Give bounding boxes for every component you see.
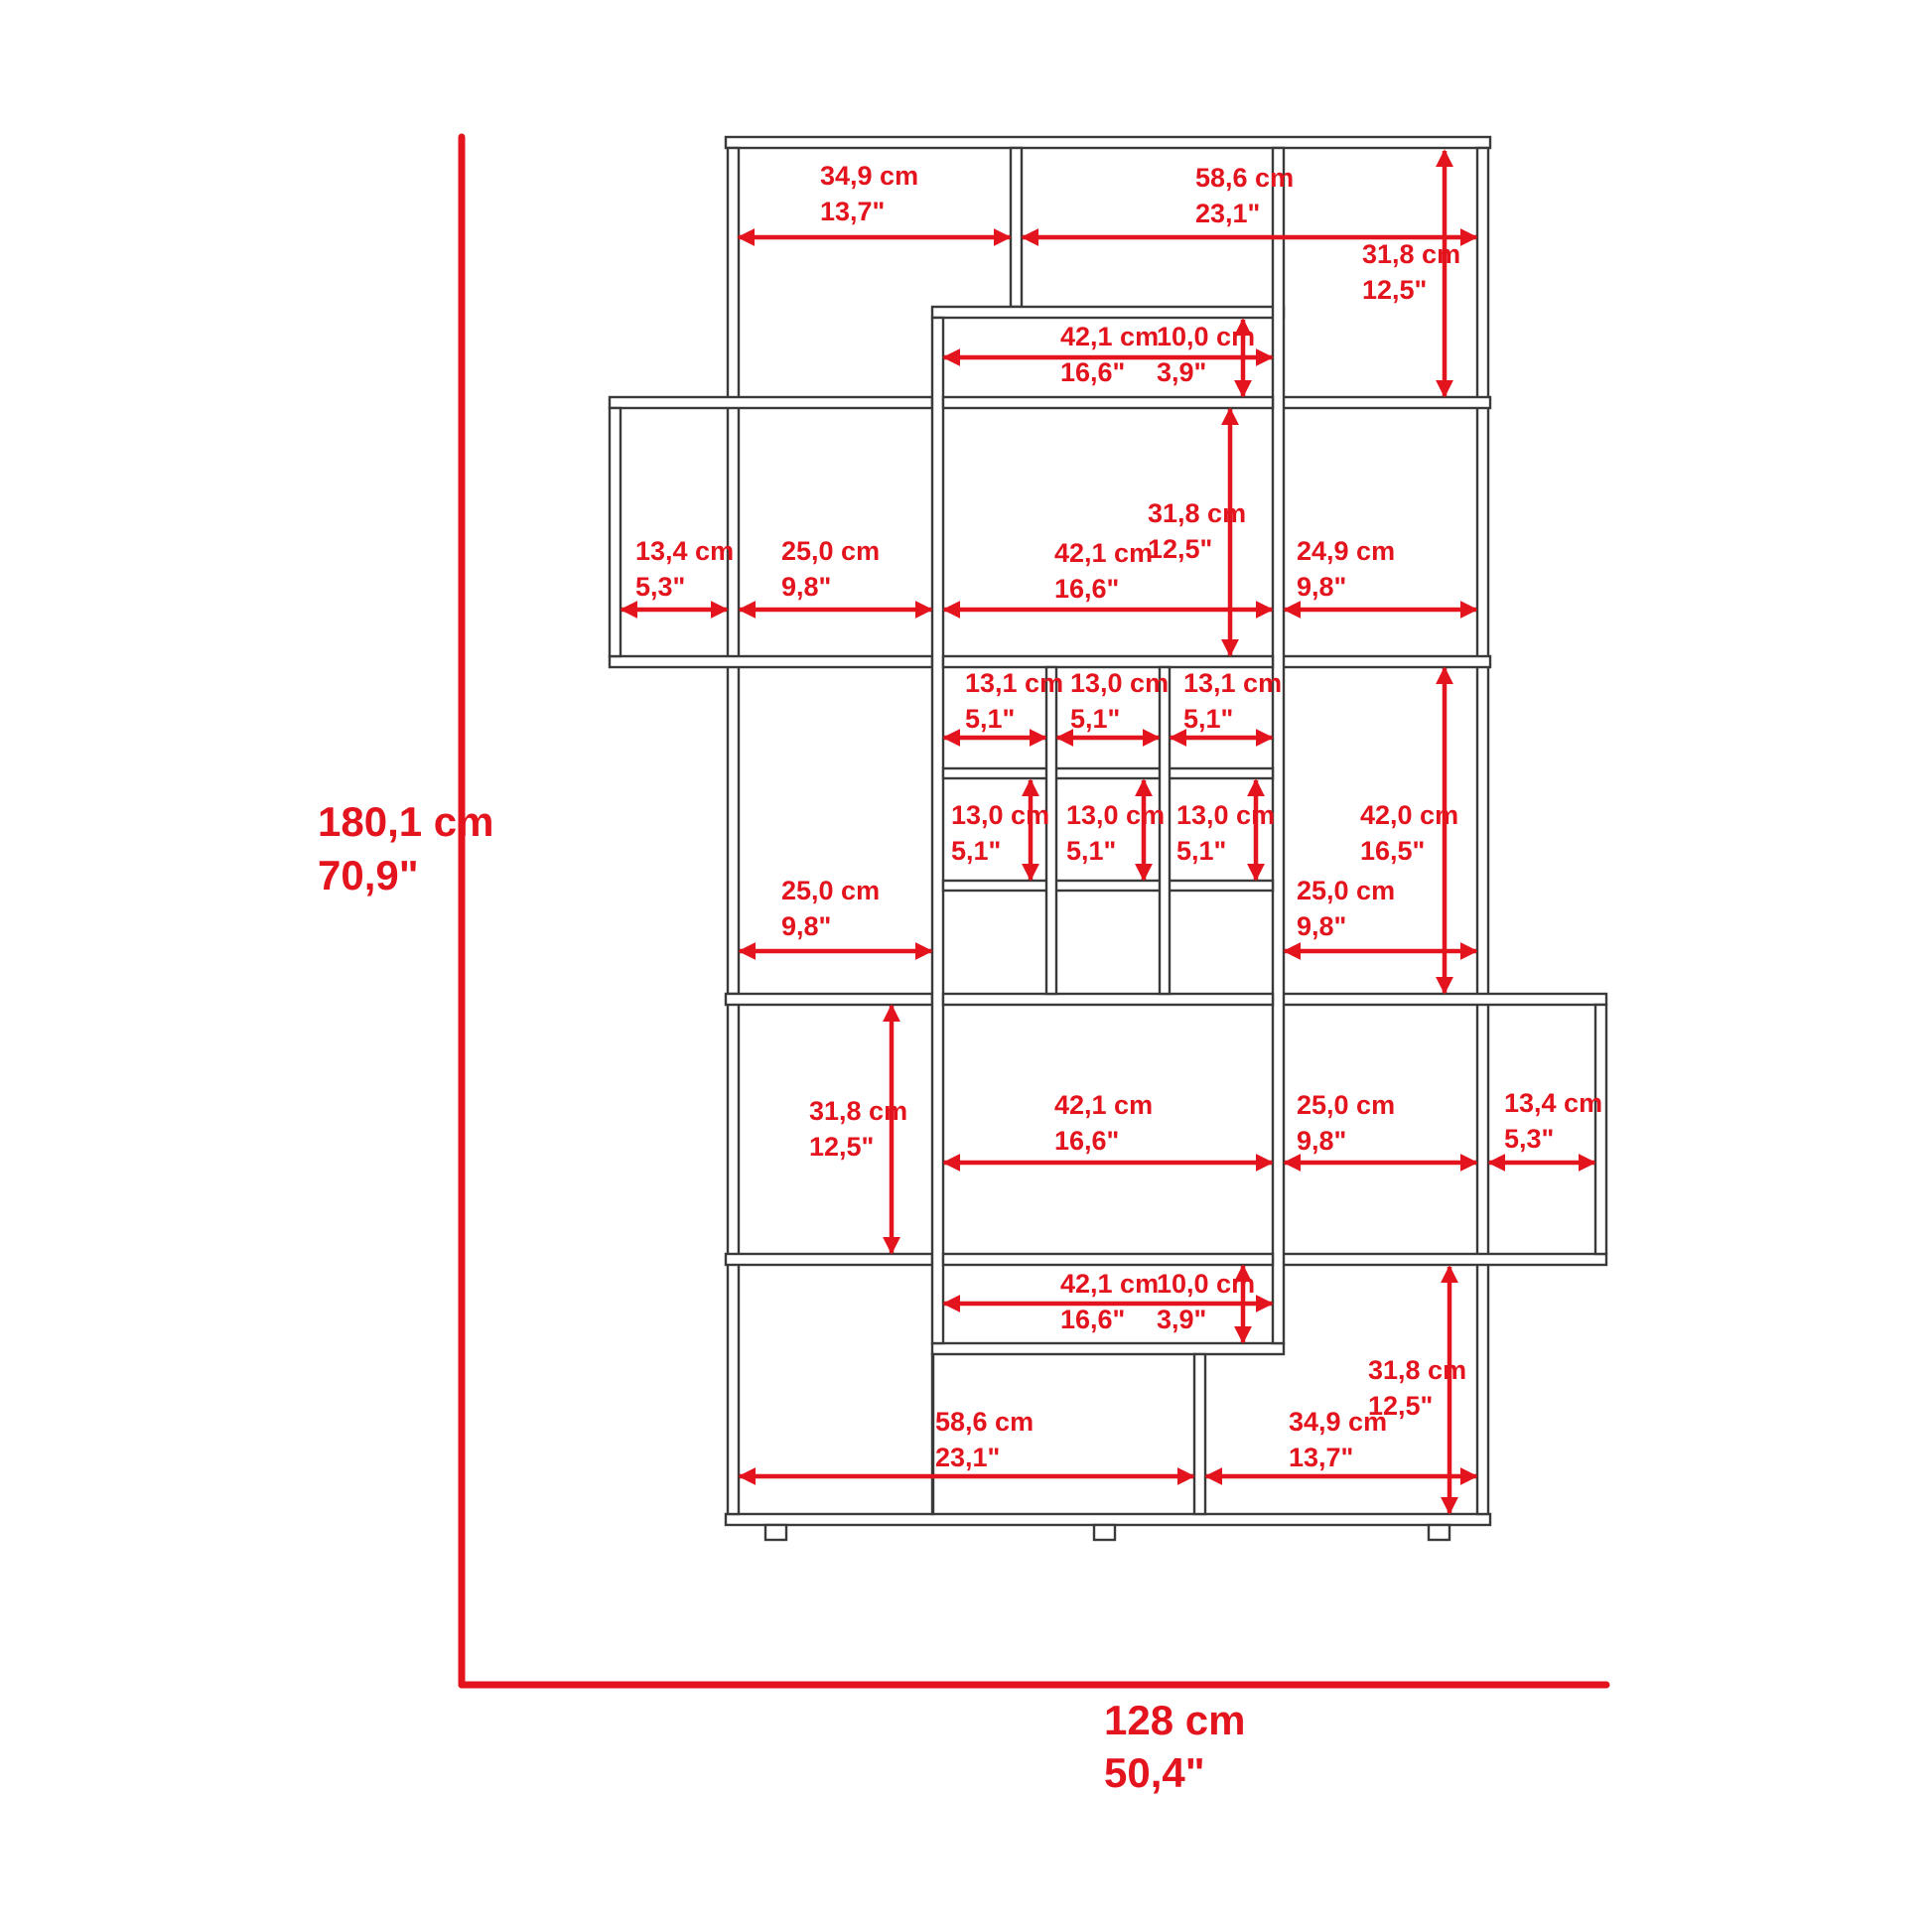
row2-center-width-in-label: 16,6" — [1054, 574, 1119, 604]
center-shelf-1 — [941, 395, 1275, 410]
row2-left-width-in-label: 9,8" — [781, 572, 831, 602]
left-wing-width-in-label: 5,3" — [635, 572, 685, 602]
row2-right-width-cm-label: 24,9 cm — [1297, 536, 1395, 566]
row4-left-height-cm-label: 31,8 cm — [809, 1096, 907, 1126]
overall-dimensions: 180,1 cm 70,9" 128 cm 50,4" — [318, 133, 1610, 1796]
left-wing-width-cm-label: 13,4 cm — [635, 536, 734, 566]
row3-right-width-in-label: 9,8" — [1297, 911, 1346, 941]
right-wing-width-in-label: 5,3" — [1504, 1124, 1554, 1154]
center-top-width-cm-label: 42,1 cm — [1060, 322, 1159, 351]
center-top-width-in-label: 16,6" — [1060, 357, 1125, 387]
shelf-left-4 — [724, 1252, 934, 1267]
center-shelf-4 — [941, 1252, 1275, 1267]
row3-left-width-cm-label: 25,0 cm — [781, 876, 880, 905]
foot-right — [1427, 1523, 1451, 1542]
cube-r2-c3-height-in-label: 5,1" — [1176, 836, 1226, 866]
center-top-height-in-label: 3,9" — [1157, 357, 1206, 387]
bottom-left-divider — [930, 1352, 935, 1516]
center-bottom-cap — [930, 1341, 1286, 1356]
bottom-left-width-cm-label: 58,6 cm — [935, 1407, 1034, 1437]
cube-shelf-1 — [941, 766, 1275, 780]
cube-r2-c2-height-in-label: 5,1" — [1066, 836, 1116, 866]
row4-right-width-cm-label: 25,0 cm — [1297, 1090, 1395, 1120]
center-bottom-height-cm-label: 10,0 cm — [1157, 1269, 1255, 1299]
row4-center-width-cm-label: 42,1 cm — [1054, 1090, 1153, 1120]
top-right-width-cm-label: 58,6 cm — [1195, 163, 1294, 193]
row4-left-height-in-label: 12,5" — [809, 1132, 874, 1162]
cube-r2-c1-height-cm-label: 13,0 cm — [951, 800, 1049, 830]
center-right-panel — [1271, 146, 1286, 1345]
overall-height-in: 70,9" — [318, 852, 419, 898]
bottom-right-width-cm-label: 34,9 cm — [1289, 1407, 1387, 1437]
bottom-board — [724, 1512, 1492, 1527]
bottom-divider — [1192, 1352, 1207, 1516]
dimension-arrows — [620, 149, 1596, 1515]
foot-left — [763, 1523, 788, 1542]
shelf-left-3 — [724, 992, 934, 1007]
foot-middle — [1092, 1523, 1117, 1542]
center-top-height-cm-label: 10,0 cm — [1157, 322, 1255, 351]
row4-right-width-in-label: 9,8" — [1297, 1126, 1346, 1156]
bottom-right-height-in-label: 12,5" — [1368, 1391, 1433, 1421]
shelf-left-2 — [608, 654, 934, 669]
row3-right-width-cm-label: 25,0 cm — [1297, 876, 1395, 905]
shelf-right-2 — [1271, 654, 1492, 669]
cube-shelf-2 — [941, 879, 1275, 893]
row2-right-width-in-label: 9,8" — [1297, 572, 1346, 602]
shelf-right-4 — [1271, 1252, 1608, 1267]
cube-r2-c3-height-cm-label: 13,0 cm — [1176, 800, 1275, 830]
overall-height-cm: 180,1 cm — [318, 798, 493, 845]
top-right-height-in-label: 12,5" — [1362, 275, 1427, 305]
bookcase-outline — [608, 135, 1608, 1542]
center-upper-height-cm-label: 31,8 cm — [1148, 498, 1246, 528]
bottom-right-width-in-label: 13,7" — [1289, 1443, 1353, 1472]
shelf-right-1 — [1271, 395, 1492, 410]
left-side-panel — [726, 146, 741, 996]
overall-width-in: 50,4" — [1104, 1749, 1205, 1796]
center-left-panel — [930, 316, 945, 1345]
top-divider — [1009, 146, 1024, 309]
overall-width-cm: 128 cm — [1104, 1697, 1245, 1743]
cube-r2-c2-height-cm-label: 13,0 cm — [1066, 800, 1165, 830]
cube-r1-c2-width-in-label: 5,1" — [1070, 704, 1120, 734]
left-wing-end — [608, 406, 622, 658]
cube-r1-c2-width-cm-label: 13,0 cm — [1070, 668, 1169, 698]
top-right-height-cm-label: 31,8 cm — [1362, 239, 1460, 269]
cube-r1-c1-width-in-label: 5,1" — [965, 704, 1015, 734]
right-wing-width-cm-label: 13,4 cm — [1504, 1088, 1602, 1118]
top-left-width-in-label: 13,7" — [820, 197, 885, 226]
row2-center-width-cm-label: 42,1 cm — [1054, 538, 1153, 568]
center-shelf-3 — [941, 992, 1275, 1007]
cube-r1-c1-width-cm-label: 13,1 cm — [965, 668, 1063, 698]
cube-r1-c3-width-in-label: 5,1" — [1183, 704, 1233, 734]
top-right-width-in-label: 23,1" — [1195, 199, 1260, 228]
cube-r1-c3-width-cm-label: 13,1 cm — [1183, 668, 1282, 698]
bottom-right-height-cm-label: 31,8 cm — [1368, 1355, 1466, 1385]
row2-left-width-cm-label: 25,0 cm — [781, 536, 880, 566]
center-bottom-width-cm-label: 42,1 cm — [1060, 1269, 1159, 1299]
center-bottom-width-in-label: 16,6" — [1060, 1305, 1125, 1334]
row3-left-width-in-label: 9,8" — [781, 911, 831, 941]
center-bottom-height-in-label: 3,9" — [1157, 1305, 1206, 1334]
center-upper-height-in-label: 12,5" — [1148, 534, 1212, 564]
bottom-left-width-in-label: 23,1" — [935, 1443, 1000, 1472]
center-shelf-2 — [941, 654, 1275, 669]
cube-divider-2 — [1158, 665, 1172, 996]
shelf-right-3 — [1271, 992, 1608, 1007]
top-left-width-cm-label: 34,9 cm — [820, 161, 918, 191]
row4-center-width-in-label: 16,6" — [1054, 1126, 1119, 1156]
shelf-left-1 — [608, 395, 934, 410]
center-top-cap — [930, 305, 1286, 320]
right-side-panel — [1475, 146, 1490, 1516]
row3-right-height-in-label: 16,5" — [1360, 836, 1425, 866]
top-board — [724, 135, 1492, 150]
row3-right-height-cm-label: 42,0 cm — [1360, 800, 1458, 830]
cube-divider-1 — [1044, 665, 1058, 996]
cube-r2-c1-height-in-label: 5,1" — [951, 836, 1001, 866]
right-wing-end — [1593, 1003, 1608, 1256]
